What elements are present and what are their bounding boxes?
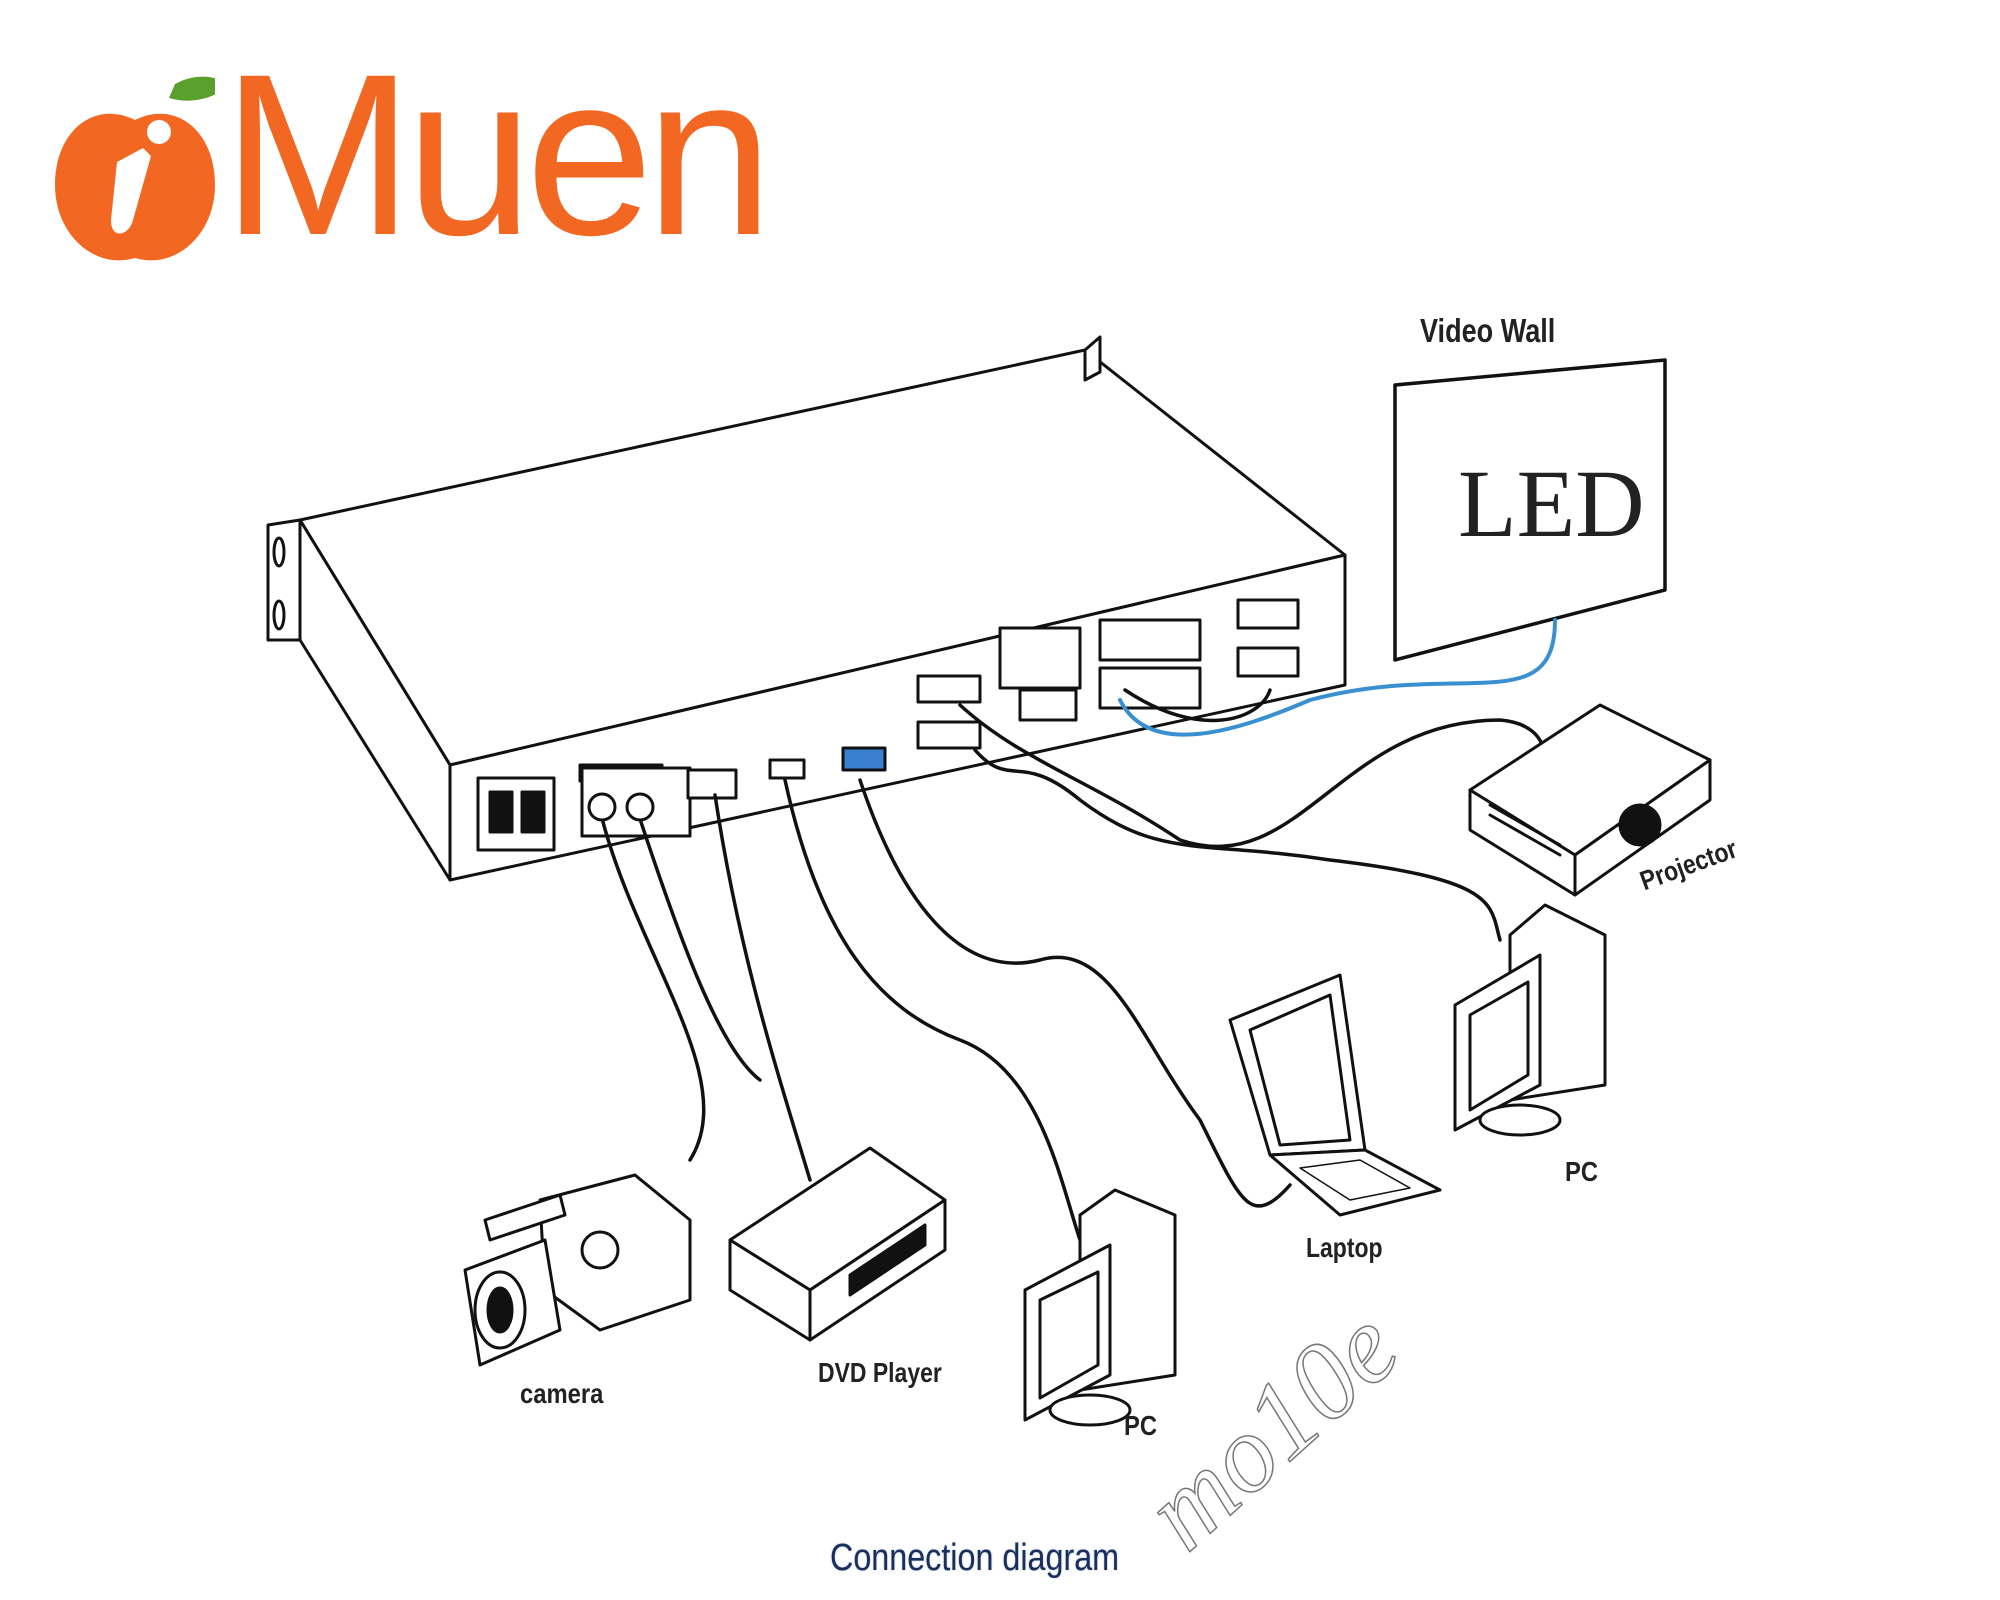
video-in-port-b: [625, 792, 655, 822]
video-in-port-a: [587, 792, 617, 822]
label-camera: camera: [520, 1378, 604, 1409]
diagram-caption: Connection diagram: [830, 1537, 1120, 1579]
led-screen-text: LED: [1458, 450, 1645, 557]
label-pc-right: PC: [1565, 1156, 1599, 1187]
brand-header: Muen: [0, 0, 773, 280]
label-video-wall: Video Wall: [1420, 312, 1556, 349]
label-pc-left: PC: [1124, 1410, 1158, 1441]
muen-logo-icon: [55, 76, 215, 261]
brand-name: Muen: [222, 26, 773, 283]
laptop-icon: [1228, 973, 1442, 1217]
cable-to-camera: [601, 820, 706, 1162]
video-processor-device: [266, 335, 1347, 882]
projector-icon: [1468, 703, 1712, 897]
network-ports-1: [1098, 618, 1202, 662]
label-laptop: Laptop: [1306, 1232, 1383, 1263]
label-dvd-player: DVD Player: [818, 1357, 942, 1388]
pc-right-icon: [1453, 903, 1607, 1137]
hdmi-input-port: [768, 758, 806, 780]
pc-left-icon: [1023, 1188, 1177, 1427]
certification-labels: [998, 626, 1082, 690]
led-video-wall: [1393, 358, 1667, 662]
dvi-output-port-1: [916, 674, 982, 704]
camera-icon: [463, 1173, 692, 1367]
cable-to-pc-right: [973, 748, 1502, 942]
cable-to-pc-left: [783, 778, 1082, 1242]
dvi-loop-port-1: [1236, 598, 1300, 630]
cable-to-dvd-player: [713, 793, 812, 1182]
network-cable: [1118, 618, 1557, 737]
dvi-input-port: [686, 768, 738, 800]
rs232-port: [1018, 688, 1078, 722]
dvi-output-port-2: [916, 720, 982, 750]
vga-input-port: [841, 746, 887, 772]
network-ports-2: [1098, 666, 1202, 710]
dvi-loop-port-2: [1236, 646, 1300, 678]
cable-to-laptop: [858, 778, 1292, 1208]
cables: [601, 618, 1557, 1242]
cable-to-projector: [958, 703, 1546, 848]
dvd-player-icon: [728, 1146, 947, 1342]
